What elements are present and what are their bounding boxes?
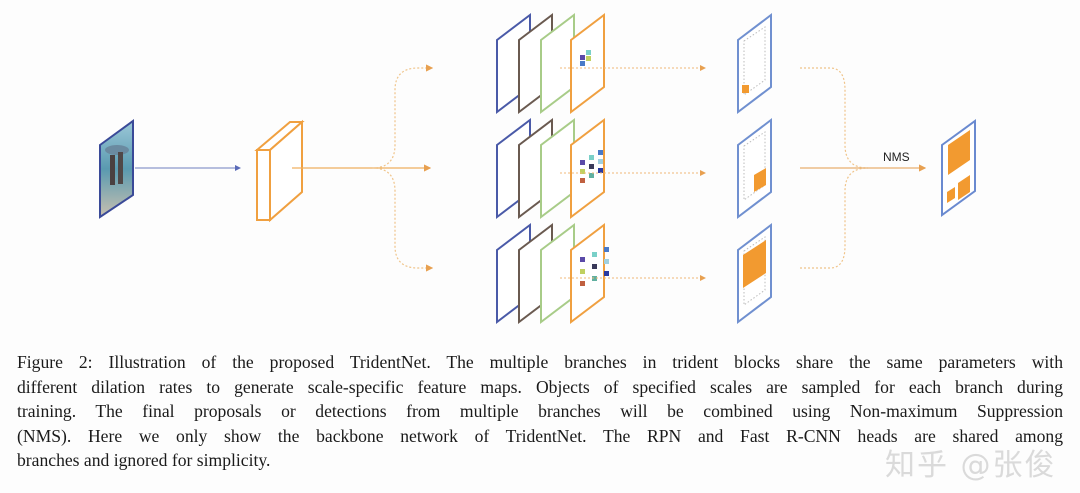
activation-cell bbox=[580, 55, 585, 60]
activation-cell bbox=[589, 173, 594, 178]
tridentnet-diagram: NMS bbox=[99, 12, 976, 325]
activation-cell bbox=[589, 164, 594, 169]
activation-cell bbox=[580, 178, 585, 183]
activation-cell bbox=[580, 61, 585, 66]
watermark: 知乎 @张俊 bbox=[885, 448, 1057, 483]
detection-map bbox=[737, 117, 772, 220]
caption-line: Figure 2: Illustration of the proposed T… bbox=[17, 352, 1063, 372]
feature-map bbox=[570, 117, 605, 220]
activation-cell bbox=[592, 264, 597, 269]
branch-connectors bbox=[292, 64, 927, 272]
caption-line: training. The final proposals or detecti… bbox=[17, 401, 1063, 422]
nms-label: NMS bbox=[883, 150, 910, 164]
activation-cell bbox=[604, 247, 609, 252]
activation-cell bbox=[580, 169, 585, 174]
feature-map-stack bbox=[496, 222, 609, 325]
figure-caption: Figure 2: Illustration of the proposed T… bbox=[17, 350, 1063, 473]
activation-cell bbox=[604, 259, 609, 264]
caption-line: (NMS). Here we only show the backbone ne… bbox=[17, 425, 1063, 446]
activation-cell bbox=[604, 271, 609, 276]
activation-cell bbox=[592, 252, 597, 257]
activation-cell bbox=[580, 160, 585, 165]
activation-cell bbox=[598, 159, 603, 164]
backbone-block bbox=[254, 119, 305, 223]
input-image bbox=[99, 119, 134, 219]
final-detection-map bbox=[941, 119, 976, 217]
activation-cell bbox=[580, 281, 585, 286]
activation-cell bbox=[589, 155, 594, 160]
feature-map bbox=[570, 222, 605, 325]
activation-cell bbox=[592, 276, 597, 281]
caption-line: different dilation rates to generate sca… bbox=[17, 376, 1063, 397]
activation-cell bbox=[580, 269, 585, 274]
activation-cell bbox=[598, 150, 603, 155]
detection-map bbox=[737, 12, 772, 115]
detection-map bbox=[737, 222, 772, 325]
activation-cell bbox=[586, 56, 591, 61]
activation-cell bbox=[586, 50, 591, 55]
activation-cell bbox=[580, 257, 585, 262]
feature-map-stack bbox=[496, 12, 605, 115]
feature-map bbox=[570, 12, 605, 115]
feature-map-stack bbox=[496, 117, 605, 220]
activation-cell bbox=[598, 168, 603, 173]
caption-line: branches and ignored for simplicity. bbox=[17, 450, 271, 471]
